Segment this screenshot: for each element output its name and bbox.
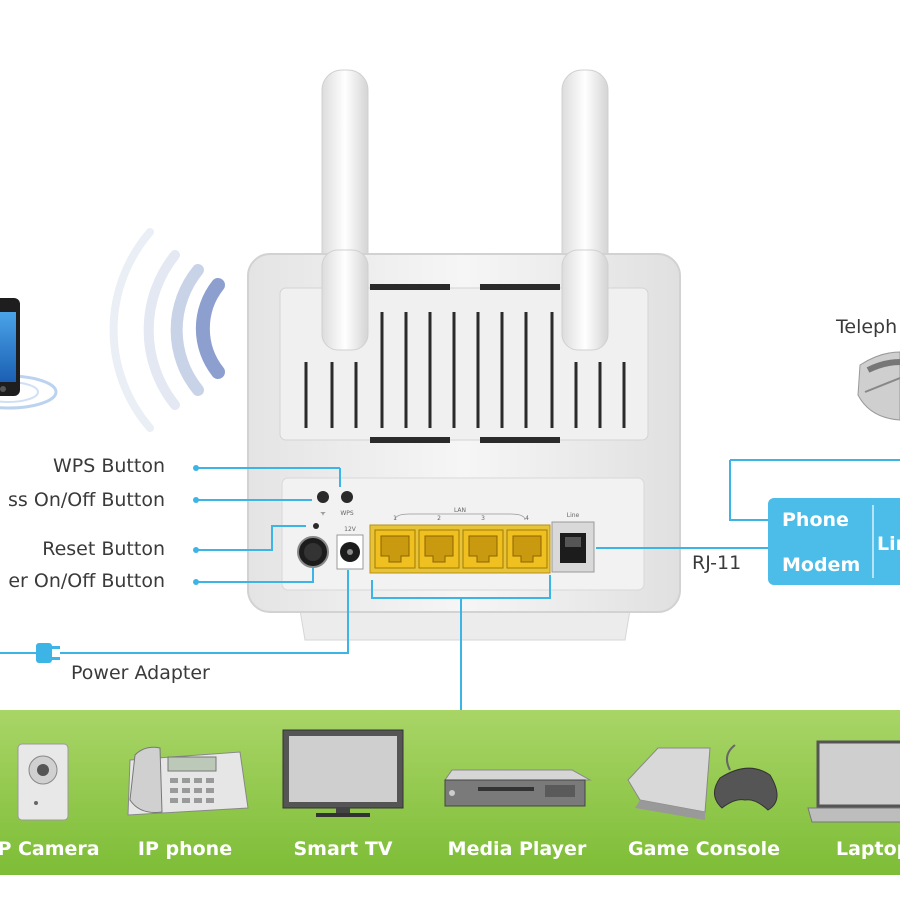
ip-camera-icon [17,743,69,821]
lan-port-2[interactable] [418,529,460,569]
line-port[interactable]: Line [551,512,595,573]
device-label-media-player: Media Player [447,838,587,860]
device-label-game-console: Game Console [628,838,780,860]
phone-modem-box [768,498,900,585]
dc-power-jack[interactable]: 12V [336,526,364,570]
laptop-icon [807,740,900,823]
lan-port-number: 3 [481,515,485,522]
vent-slot [480,284,560,290]
wireless-button-label: ss On/Off Button [8,489,165,511]
telephone-icon [857,351,900,421]
svg-text:12V: 12V [344,526,357,533]
reset-button-label: Reset Button [42,538,165,560]
lan-port-number: 1 [393,515,397,522]
smartphone-icon [0,298,58,410]
lan-label: LAN [454,507,466,514]
ip-phone-icon [127,746,249,816]
svg-text:ᯤ: ᯤ [320,510,326,517]
device-label-laptop: Laptop [836,838,900,860]
modem-box-label: Modem [782,554,861,576]
smart-tv-icon [282,729,404,817]
device-label-smart-tv: Smart TV [293,838,393,860]
wireless-button[interactable]: ᯤ [317,491,329,517]
telephone-label: Teleph [836,316,898,338]
reset-button[interactable] [313,523,319,529]
svg-text:WPS: WPS [340,510,354,517]
connector-lines [60,459,900,710]
lan-port-number: 2 [437,515,441,522]
lan-port-group [374,529,548,569]
vent-slot [370,284,450,290]
power-plug-icon [0,643,60,663]
top-vents [304,312,626,428]
svg-text:Line: Line [567,512,580,519]
line-box-label: Lin [877,533,900,555]
wifi-waves [109,228,225,432]
phone-box-label: Phone [782,509,849,531]
power-button-label: er On/Off Button [8,570,165,592]
lan-port-number: 4 [525,515,529,522]
device-label-ip-phone: IP phone [137,838,233,860]
connector-dots [193,465,199,585]
game-console-icon [627,744,778,820]
lan-port-1[interactable] [374,529,416,569]
vent-slot [480,437,560,443]
device-label-ip-camera: IP Camera [0,838,100,860]
power-switch[interactable] [297,536,329,568]
lan-port-3[interactable] [462,529,504,569]
media-player-icon [444,769,592,807]
lan-port-4[interactable] [506,529,548,569]
power-adapter-label: Power Adapter [71,662,210,684]
rj11-label: RJ-11 [692,552,742,574]
wps-button[interactable]: WPS [340,491,354,517]
lan-port-numbers: 1 2 3 4 [393,515,529,522]
vent-slot [370,437,450,443]
wps-button-label: WPS Button [53,455,165,477]
